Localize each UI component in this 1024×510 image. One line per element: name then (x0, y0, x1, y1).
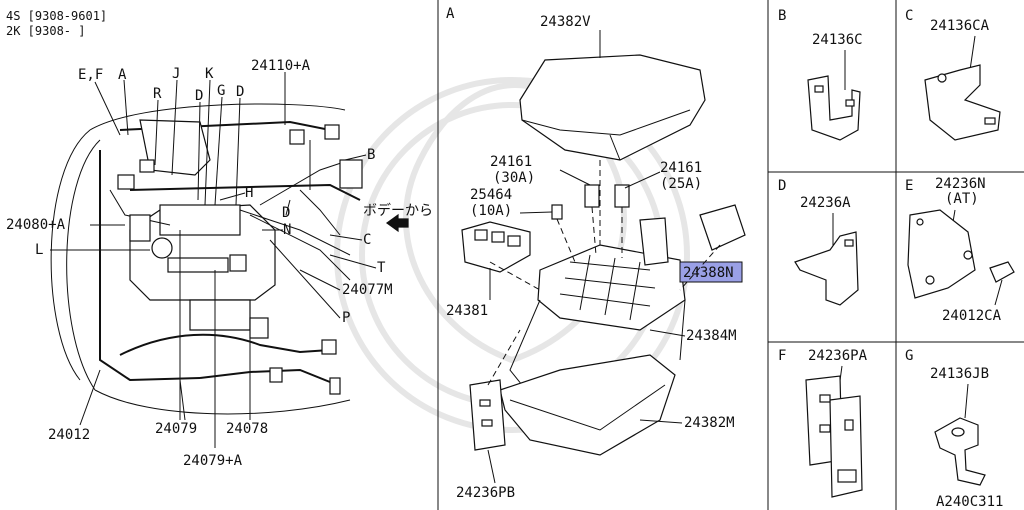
part-24077m: 24077M (342, 282, 393, 298)
part-24136jb: 24136JB (930, 366, 989, 382)
panel-f: F 24236PA (778, 348, 868, 498)
part-24080a: 24080+A (6, 217, 66, 233)
part-24079: 24079 (155, 421, 197, 437)
callout-d-1: D (195, 88, 203, 104)
callout-ef: E,F (78, 67, 103, 83)
part-24382m: 24382M (684, 415, 735, 431)
engine-harness-drawing (50, 103, 409, 440)
part-24236a: 24236A (800, 195, 851, 211)
part-24381: 24381 (446, 303, 488, 319)
callout-g: G (217, 83, 225, 99)
callout-b: B (367, 147, 375, 163)
panel-e: E 24236N (AT) 24012CA (905, 176, 1015, 324)
note-at: (AT) (945, 191, 979, 207)
part-24012: 24012 (48, 427, 90, 443)
part-24161-30a: 24161 (490, 154, 532, 170)
fuse-30a: (30A) (493, 170, 535, 186)
callout-p: P (342, 310, 350, 326)
callout-n: N (283, 222, 291, 238)
panel-f-title: F (778, 348, 786, 364)
panel-c-title: C (905, 8, 913, 24)
panel-d: D 24236A (778, 178, 859, 306)
part-24236pb: 24236PB (456, 485, 515, 501)
panel-a-title: A (446, 6, 455, 22)
panel-b-title: B (778, 8, 786, 24)
panel-c: C 24136CA (905, 8, 1001, 141)
model-range-2k: 2K [9308- ] (6, 24, 85, 38)
part-25464: 25464 (470, 187, 512, 203)
part-24388n[interactable]: 24388N (683, 265, 734, 281)
callout-t: T (377, 260, 386, 276)
callout-d-3: D (282, 205, 290, 221)
part-24236n: 24236N (935, 176, 986, 192)
callout-l: L (35, 242, 43, 258)
part-24078: 24078 (226, 421, 268, 437)
model-range-4s: 4S [9308-9601] (6, 9, 107, 23)
left-labels: E,F A J K R G D D 24110+A B H D ボデーから N … (6, 58, 433, 469)
part-24236pa: 24236PA (808, 348, 868, 364)
panel-b: B 24136C (778, 8, 863, 141)
panel-d-title: D (778, 178, 786, 194)
body-note: ボデーから (363, 202, 433, 219)
callout-j: J (172, 66, 180, 82)
callout-a: A (118, 67, 127, 83)
panel-dividers (437, 0, 1024, 510)
fuse-box-drawing (461, 30, 746, 484)
part-24012ca: 24012CA (942, 308, 1002, 324)
callout-r: R (153, 86, 162, 102)
fuse-10a: (10A) (470, 203, 512, 219)
part-24161-25a: 24161 (660, 160, 702, 176)
part-24136c: 24136C (812, 32, 863, 48)
part-24136ca: 24136CA (930, 18, 990, 34)
panel-a-labels: A 24382V 24161 (30A) 24161 (25A) 25464 (… (446, 6, 737, 501)
panel-g: G 24136JB A240C311 (905, 348, 1003, 510)
callout-d-2: D (236, 84, 244, 100)
panel-e-title: E (905, 178, 913, 194)
panel-g-title: G (905, 348, 913, 364)
diagram-code: A240C311 (936, 494, 1003, 510)
callout-c: C (363, 232, 371, 248)
part-24110a: 24110+A (251, 58, 311, 74)
part-24382v: 24382V (540, 14, 591, 30)
left-leader-lines (50, 72, 377, 448)
fuse-25a: (25A) (660, 176, 702, 192)
part-24384m: 24384M (686, 328, 737, 344)
callout-k: K (205, 66, 214, 82)
part-24079a: 24079+A (183, 453, 243, 469)
callout-h: H (245, 185, 253, 201)
